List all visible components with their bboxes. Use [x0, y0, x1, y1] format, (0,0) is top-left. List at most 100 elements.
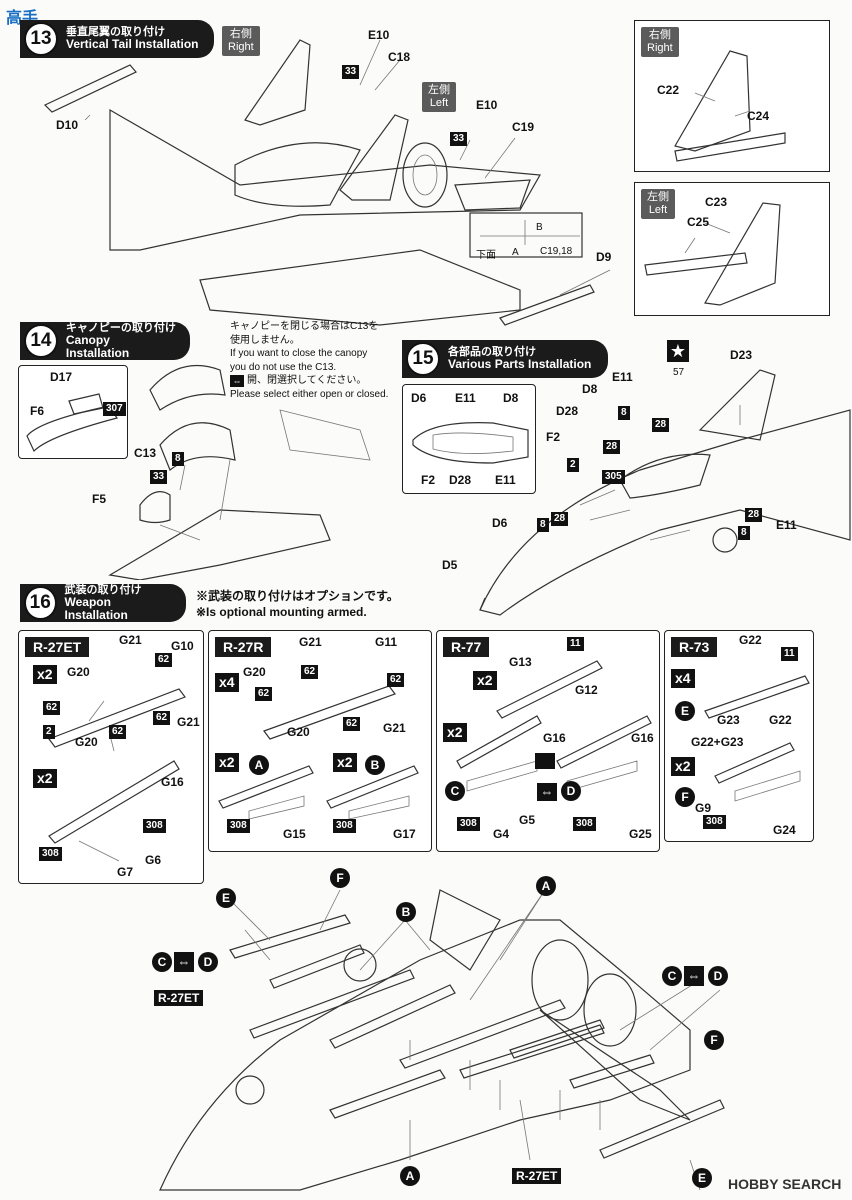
part-label: G16: [161, 775, 184, 789]
part-label: G17: [393, 827, 416, 841]
part-label: D17: [50, 370, 73, 384]
step13-left-inset: 左側 Left C23 C25: [634, 182, 830, 316]
attachment-marker: D: [198, 952, 218, 972]
part-label: G23: [717, 713, 740, 727]
step14-note: キャノピーを閉じる場合はC13を 使用しません。 If you want to …: [230, 320, 388, 401]
step13-number: 13: [24, 22, 58, 56]
weapon-callout: R-27ET: [154, 990, 204, 1007]
step13-right-tag: 右側 Right: [222, 26, 260, 57]
step16-number: 16: [24, 586, 57, 620]
part-label: F2: [546, 430, 561, 444]
part-number-badge: 2: [567, 458, 579, 472]
part-number-badge: 308: [143, 819, 166, 833]
part-number-badge: 8: [618, 406, 630, 420]
step16-title-en: Weapon Installation: [64, 594, 128, 623]
inset-b-label: B: [536, 222, 543, 233]
attachment-marker: A: [249, 755, 269, 775]
weapon-title: R-27ET: [25, 637, 90, 657]
part-label: G10: [171, 639, 194, 653]
part-number-badge: 308: [39, 847, 62, 861]
assembly-drawing: [159, 889, 725, 1191]
part-label: G4: [493, 827, 510, 841]
part-number-badge: 308: [333, 819, 356, 833]
part-label: G21: [177, 715, 200, 729]
left-en: Left: [429, 97, 449, 110]
left-jp: 左側: [428, 84, 450, 96]
part-number-badge: 2: [43, 725, 55, 739]
part-number-badge: 308: [573, 817, 596, 831]
part-label: D28: [449, 473, 472, 487]
part-label: G25: [629, 827, 652, 841]
part-label: G7: [117, 865, 134, 879]
weapon-title: R-77: [443, 637, 490, 657]
quantity-badge: x2: [473, 671, 497, 690]
attachment-marker: B: [396, 902, 416, 922]
part-label: G6: [145, 853, 162, 867]
part-number-badge: 28: [745, 508, 763, 522]
quantity-badge: x4: [215, 673, 239, 692]
part-label: D8: [503, 391, 519, 405]
swap-icon: ⇔: [537, 783, 557, 801]
note-line: Please select either open or closed.: [230, 388, 389, 400]
part-label: E11: [776, 518, 797, 532]
part-label: G21: [383, 721, 406, 735]
part-label: 57: [673, 367, 685, 378]
step15-title-en: Various Parts Installation: [448, 357, 592, 372]
part-label: E11: [612, 370, 633, 384]
part-label: E11: [495, 473, 516, 487]
part-label: D8: [582, 382, 598, 396]
part-number-badge: 33: [150, 470, 168, 484]
part-number-badge: 8: [537, 518, 549, 532]
part-label: G9: [695, 801, 712, 815]
step14-title-en: Canopy Installation: [65, 332, 130, 361]
part-label: C22: [657, 83, 680, 97]
part-number-badge: 62: [301, 665, 319, 679]
part-number-badge: 62: [255, 687, 273, 701]
step16-header: 16 武装の取り付け Weapon Installation: [20, 584, 186, 622]
part-label: E10: [368, 28, 390, 42]
step14-title-jp: キャノピーの取り付け: [65, 321, 176, 334]
weapon-box-r27et: R-27ET x2 x2 G21 G10 G20 62 62 62 62 G21…: [18, 630, 204, 884]
part-label: G16: [631, 731, 654, 745]
part-label: E10: [476, 98, 498, 112]
note-line: you do not use the C13.: [230, 361, 337, 373]
part-number-badge: 62: [343, 717, 361, 731]
quantity-badge: x2: [33, 665, 57, 684]
part-number-badge: 307: [103, 402, 126, 416]
part-label: G11: [375, 635, 398, 649]
part-label: G20: [75, 735, 98, 749]
note-line: 開、閉選択してください。: [247, 375, 367, 386]
attachment-marker: F: [330, 868, 350, 888]
part-number-badge: 33: [450, 132, 468, 146]
part-number-badge: 11: [781, 647, 798, 661]
part-label: F2: [421, 473, 436, 487]
left-inset-tag: 左側 Left: [641, 189, 675, 220]
step13-title-jp: 垂直尾翼の取り付け: [66, 26, 165, 39]
part-label: G21: [299, 635, 322, 649]
note-line: If you want to close the canopy: [230, 348, 368, 359]
part-number-badge: 62: [109, 725, 127, 739]
part-label: D6: [411, 391, 427, 405]
attachment-marker: C: [445, 781, 465, 801]
quantity-badge: x2: [215, 753, 239, 772]
part-label: G22+G23: [691, 735, 744, 749]
part-number-badge: 33: [342, 65, 360, 79]
part-label: D10: [56, 118, 79, 132]
part-label: C13: [134, 446, 157, 460]
part-number-badge: 62: [387, 673, 405, 687]
step16-note: ※武装の取り付けはオプションです。 ※Is optional mounting …: [196, 588, 399, 620]
step14-drawing: [108, 364, 371, 580]
attachment-marker: A: [400, 1166, 420, 1186]
step13-right-inset: 右側 Right C22 C24: [634, 20, 830, 172]
weapon-box-r73: R-73 G22 11 x4 E G23 G22 G22+G23 x2 F G9…: [664, 630, 814, 842]
weapon-title: R-27R: [215, 637, 272, 657]
part-label: C19: [512, 120, 535, 134]
part-number-badge: 308: [227, 819, 250, 833]
attachment-marker: E: [216, 888, 236, 908]
part-label: G12: [575, 683, 598, 697]
attachment-marker: D: [561, 781, 581, 801]
step13-left-tag: 左側 Left: [422, 82, 456, 113]
step13-header: 13 垂直尾翼の取り付け Vertical Tail Installation: [20, 20, 214, 58]
step15-title-jp: 各部品の取り付け: [448, 346, 536, 359]
step15-number: 15: [406, 342, 440, 376]
